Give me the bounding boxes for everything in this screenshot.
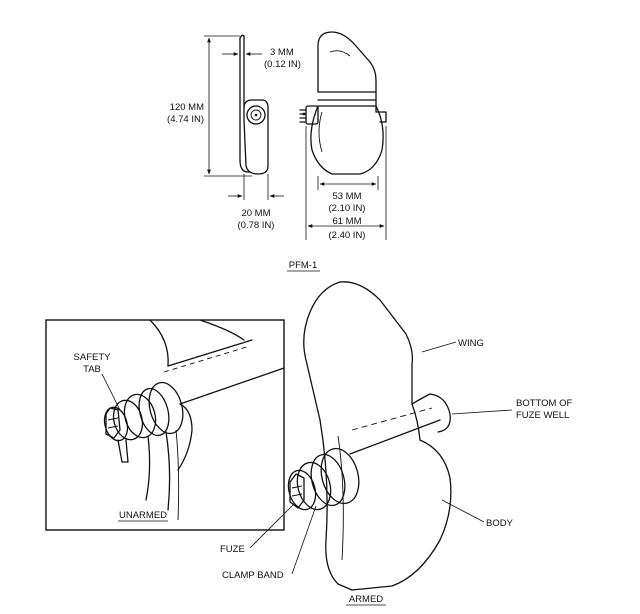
dim-depth-mm: 20 MM bbox=[241, 208, 270, 219]
clamp-band-label: CLAMP BAND bbox=[222, 570, 284, 581]
dim-outer-width-mm: 61 MM bbox=[332, 216, 361, 227]
model-label: PFM-1 bbox=[289, 260, 318, 271]
armed-label: ARMED bbox=[349, 594, 383, 605]
body-label: BODY bbox=[486, 518, 514, 529]
model-caption: PFM-1 bbox=[287, 260, 320, 272]
dim-height-mm: 120 MM bbox=[170, 102, 204, 113]
safety-tab-label-1: SAFETY bbox=[74, 352, 112, 363]
front-view bbox=[299, 31, 387, 175]
dimension-outer-width: 61 MM (2.40 IN) bbox=[305, 126, 387, 241]
dimension-inner-width: 53 MM (2.10 IN) bbox=[317, 176, 379, 214]
fuze-well-label-1: BOTTOM OF bbox=[516, 398, 572, 409]
armed-view bbox=[287, 281, 452, 591]
dimension-thickness: 3 MM (0.12 IN) bbox=[222, 47, 301, 70]
unarmed-inset: SAFETY TAB UNARMED bbox=[45, 319, 285, 531]
dimension-depth: 20 MM (0.78 IN) bbox=[228, 174, 284, 231]
dim-depth-in: (0.78 IN) bbox=[238, 220, 275, 231]
dim-height-in: (4.74 IN) bbox=[167, 114, 204, 125]
dim-thickness-mm: 3 MM bbox=[270, 47, 294, 58]
dim-inner-width-in: (2.10 IN) bbox=[329, 203, 366, 214]
armed-labels: WING BOTTOM OF FUZE WELL BODY FUZE CLAMP… bbox=[220, 338, 572, 606]
dim-thickness-in: (0.12 IN) bbox=[264, 59, 301, 70]
unarmed-label: UNARMED bbox=[119, 510, 167, 521]
fuze-well-label-2: FUZE WELL bbox=[516, 410, 569, 421]
dim-outer-width-in: (2.40 IN) bbox=[329, 230, 366, 241]
dim-inner-width-mm: 53 MM bbox=[332, 191, 361, 202]
fuze-label: FUZE bbox=[220, 544, 245, 555]
side-view bbox=[239, 34, 269, 175]
dimension-height: 120 MM (4.74 IN) bbox=[167, 35, 252, 177]
wing-label: WING bbox=[458, 338, 484, 349]
safety-tab-label-2: TAB bbox=[83, 364, 101, 375]
